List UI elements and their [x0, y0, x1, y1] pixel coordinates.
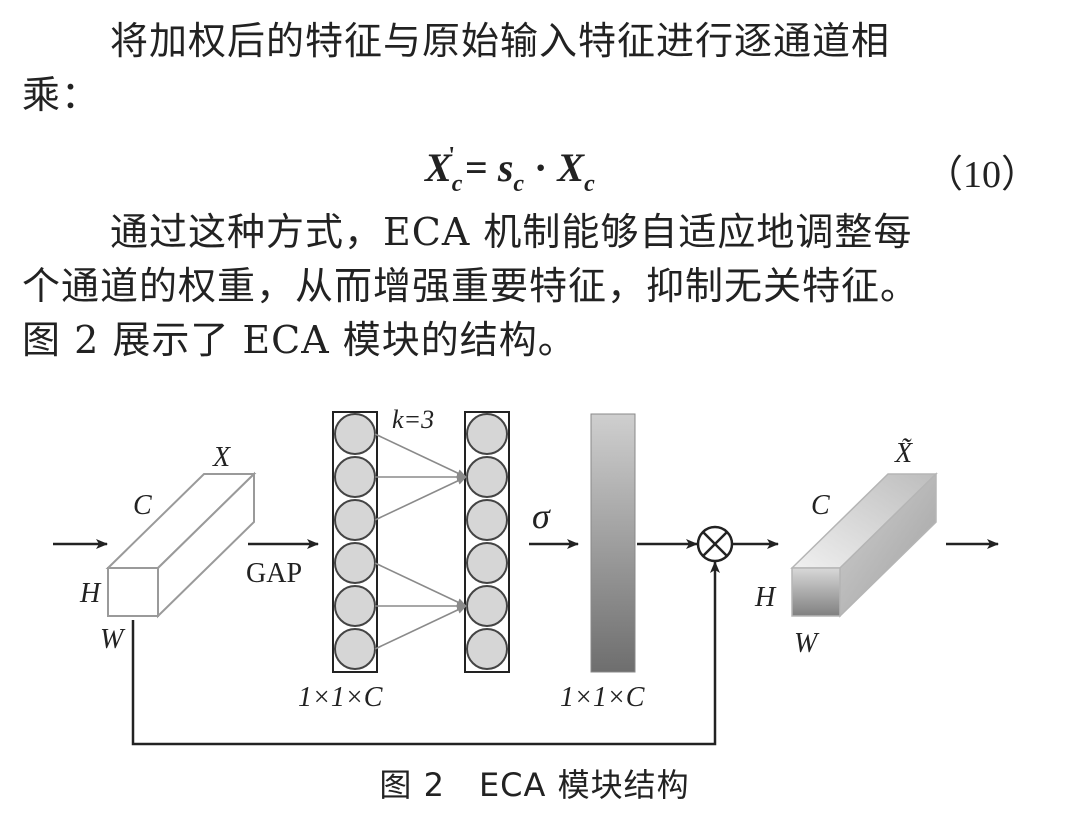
eq-rhs-sub: c — [584, 171, 595, 197]
eq-lhs-prime: ' — [448, 143, 456, 169]
eq-equals: = — [455, 145, 498, 190]
conv1d-output-vector — [464, 411, 510, 673]
eq-dot: · — [524, 145, 558, 190]
equation-number: （10） — [925, 154, 1040, 196]
sigma-label: σ — [532, 496, 551, 536]
paragraph-1: 将加权后的特征与原始输入特征进行逐通道相 乘： — [22, 14, 1042, 122]
kernel-connections — [374, 433, 467, 650]
gap-label: GAP — [246, 558, 302, 589]
paragraph-1-line-1: 将加权后的特征与原始输入特征进行逐通道相 — [110, 19, 891, 63]
eq-lhs-sub: c — [451, 171, 463, 197]
output-h-label: H — [754, 582, 777, 613]
eq-rhs: X — [557, 145, 585, 190]
eq-s-sub: c — [513, 171, 525, 197]
eca-module-diagram: X C H W GAP k=3 1×1×C σ 1×1×C — [53, 405, 999, 746]
figure-number: 图 2 — [379, 766, 445, 804]
output-feature-cube — [790, 472, 938, 618]
input-h-label: H — [79, 578, 102, 609]
input-x-label: X — [212, 442, 231, 473]
input-w-label: W — [100, 624, 126, 655]
paragraph-2-line-2: 个通道的权重，从而增强重要特征，抑制无关特征。 — [22, 264, 920, 308]
paragraph-2-line-1: 通过这种方式，ECA 机制能够自适应地调整每 — [110, 210, 913, 254]
pooled-vector — [332, 411, 378, 673]
paragraph-2-line-3: 图 2 展示了 ECA 模块的结构。 — [22, 318, 577, 362]
skip-connection — [131, 561, 720, 746]
output-x-label: X̃ — [894, 438, 913, 469]
paragraph-1-line-2: 乘： — [22, 73, 101, 117]
input-c-label: C — [133, 490, 152, 521]
output-w-label: W — [794, 628, 820, 659]
kernel-size-label: k=3 — [392, 405, 434, 434]
vector-dim-label-1: 1×1×C — [298, 682, 383, 713]
multiply-icon — [696, 525, 734, 563]
figure-title: ECA 模块结构 — [478, 766, 690, 804]
equation-10: Xc' = sc · Xc — [425, 143, 595, 198]
eq-lhs: X — [425, 145, 452, 190]
vector-dim-label-2: 1×1×C — [560, 682, 645, 713]
eq-s: s — [497, 145, 514, 190]
input-feature-cube — [105, 471, 257, 619]
paragraph-2: 通过这种方式，ECA 机制能够自适应地调整每 个通道的权重，从而增强重要特征，抑… — [22, 205, 1042, 367]
channel-weight-bar — [590, 413, 636, 673]
figure-caption: 图 2 ECA 模块结构 — [0, 760, 1069, 806]
output-c-label: C — [811, 490, 830, 521]
